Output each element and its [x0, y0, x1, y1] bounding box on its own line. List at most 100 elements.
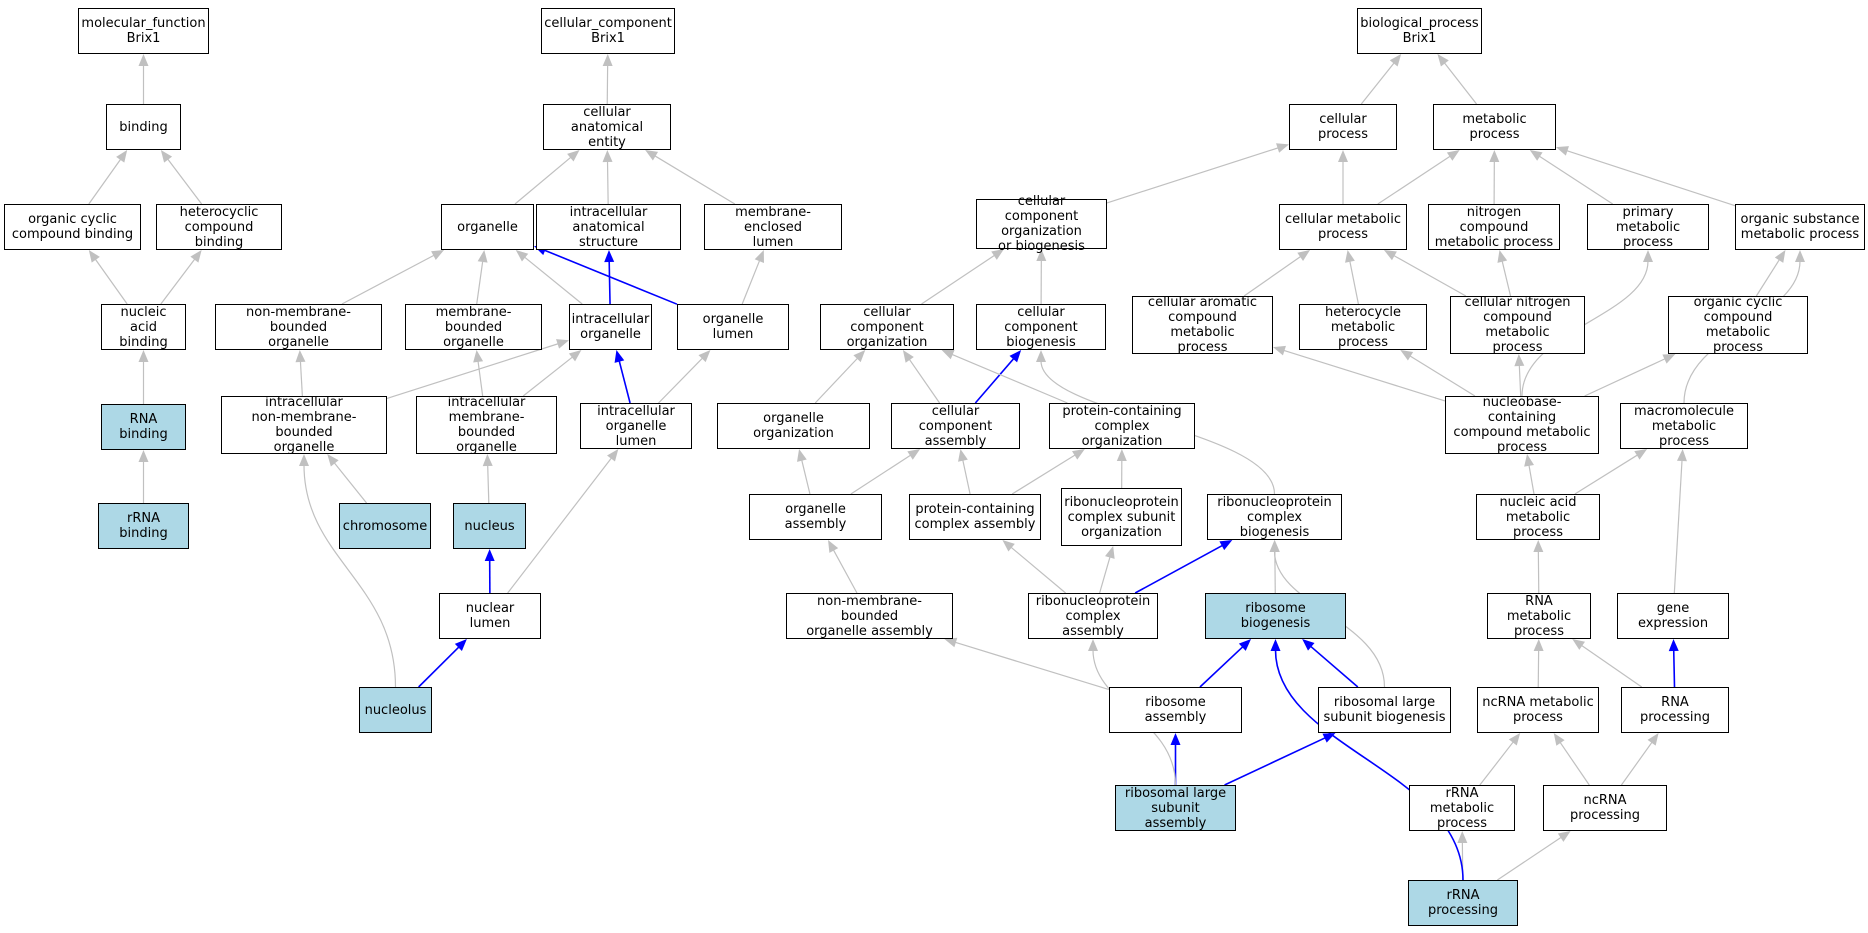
arrowhead — [138, 54, 149, 66]
arrowhead — [477, 250, 488, 263]
arrowhead — [645, 150, 659, 161]
arrowhead — [1556, 146, 1569, 156]
node-cellular-metabolic-process: cellular metabolic process — [1279, 204, 1407, 250]
node-ncrna-processing: ncRNA processing — [1543, 785, 1667, 831]
node-organelle: organelle — [441, 204, 534, 250]
node-nucleus: nucleus — [453, 503, 526, 549]
arrowhead — [614, 350, 625, 363]
arrowhead — [138, 350, 149, 362]
node-ribosomal-large-subunit-assembly: ribosomal large subunit assembly — [1115, 785, 1236, 831]
arrowhead — [454, 639, 467, 652]
node-macromolecule-mp: macromolecule metabolic process — [1620, 403, 1748, 449]
arrowhead — [473, 350, 484, 363]
node-rna-mp: RNA metabolic process — [1487, 593, 1591, 639]
edge-cc-biogenesis-to-cc-org-or-biogenesis — [1036, 249, 1047, 305]
arrowhead — [568, 350, 582, 362]
edge-rnp-complex-subunit-org-to-protein-containing-complex-org — [1116, 449, 1127, 489]
arrowhead — [907, 449, 921, 460]
node-bp-root: biological_process Brix1 — [1357, 8, 1482, 54]
edge-rrna-mp-to-ncrna-mp — [1479, 733, 1521, 786]
node-cellular-anatomical-entity: cellular anatomical entity — [543, 104, 671, 150]
arrowhead — [1662, 354, 1676, 364]
node-rrna-processing: rRNA processing — [1408, 880, 1518, 926]
arrowhead — [482, 454, 493, 467]
edge-organelle-lumen-to-organelle — [534, 245, 678, 305]
edge-ncrna-processing-to-ncrna-mp — [1553, 733, 1590, 786]
edge-ncrna-mp-to-rna-mp — [1533, 639, 1544, 688]
arrowhead — [1002, 540, 1015, 552]
edge-nucleobase-mp-to-organic-cyclic-mp — [1584, 354, 1676, 397]
edge-organelle-to-cellular-anatomical-entity — [514, 150, 580, 205]
node-cc-biogenesis: cellular component biogenesis — [976, 304, 1106, 350]
node-heterocyclic-binding: heterocyclic compound binding — [156, 204, 282, 250]
edge-protein-containing-complex-org-to-cc-organization — [941, 350, 1068, 404]
node-chromosome: chromosome — [339, 503, 431, 549]
arrowhead — [299, 454, 309, 466]
edge-intracellular-nmb-organelle-to-intracellular-organelle — [386, 339, 569, 400]
edge-ribosomal-large-subunit-biogenesis-to-ribosome-biogenesis — [1302, 639, 1359, 688]
edge-protein-containing-complex-assembly-to-cc-assembly — [958, 449, 971, 495]
edge-ribosomal-large-subunit-assembly-to-ribosomal-large-subunit-biogenesis — [1224, 733, 1336, 786]
edge-organelle-lumen-to-membrane-enclosed-lumen — [741, 250, 764, 305]
edge-nucleobase-mp-to-heterocycle-mp — [1400, 350, 1476, 397]
arrowhead — [138, 450, 149, 462]
edge-intracellular-organelle-lumen-to-intracellular-organelle — [614, 350, 631, 404]
node-rna-processing: RNA processing — [1621, 687, 1729, 733]
arrowhead — [1533, 540, 1544, 553]
node-nucleic-acid-mp: nucleic acid metabolic process — [1476, 494, 1600, 540]
edge-organic-cyclic-binding-to-binding — [88, 150, 128, 205]
node-primary-mp: primary metabolic process — [1587, 204, 1709, 250]
edge-binding-to-mf-root — [138, 54, 149, 104]
arrowhead — [1572, 639, 1585, 650]
edge-rna-processing-to-gene-expression — [1668, 639, 1679, 688]
arrowhead — [1036, 350, 1046, 362]
edge-cellular-aromatic-mp-to-cellular-metabolic-process — [1243, 250, 1311, 297]
arrowhead — [1634, 449, 1648, 460]
node-metabolic-process: metabolic process — [1433, 104, 1556, 150]
edge-nucleobase-mp-to-cellular-aromatic-mp — [1273, 345, 1446, 402]
edge-rrna-processing-to-ribosome-biogenesis — [1270, 639, 1464, 881]
node-heterocycle-mp: heterocycle metabolic process — [1299, 304, 1427, 350]
edge-intracellular-organelle-to-intracellular-anatomical-structure — [604, 250, 615, 305]
arrowhead — [1338, 150, 1348, 162]
edge-nucleic-acid-binding-to-organic-cyclic-binding — [88, 250, 128, 305]
node-ribosome-biogenesis: ribosome biogenesis — [1205, 593, 1346, 639]
arrowhead — [88, 250, 100, 263]
arrowhead — [944, 637, 958, 648]
arrowhead — [1437, 54, 1449, 67]
node-organic-substance-mp: organic substance metabolic process — [1735, 204, 1865, 250]
node-protein-containing-complex-assembly: protein-containing complex assembly — [909, 494, 1041, 540]
edge-membrane-enclosed-lumen-to-cellular-anatomical-entity — [645, 150, 736, 205]
edge-nucleobase-mp-to-cellular-nitrogen-mp — [1514, 354, 1525, 397]
node-rrna-binding: rRNA binding — [98, 503, 189, 549]
arrowhead — [1269, 540, 1280, 552]
arrowhead — [1643, 250, 1653, 262]
node-cc-root: cellular_component Brix1 — [541, 8, 675, 54]
node-nuclear-lumen: nuclear lumen — [439, 593, 541, 639]
node-non-membrane-bounded-organelle: non-membrane-bounded organelle — [215, 304, 382, 350]
node-ncrna-mp: ncRNA metabolic process — [1477, 687, 1599, 733]
node-cellular-aromatic-mp: cellular aromatic compound metabolic pro… — [1132, 295, 1273, 355]
arrowhead — [1219, 540, 1233, 551]
arrowhead — [1557, 831, 1571, 842]
arrowhead — [941, 350, 955, 360]
arrowhead — [1088, 639, 1098, 651]
node-rnp-complex-subunit-org: ribonucleoprotein complex subunit organi… — [1061, 488, 1182, 546]
edge-rna-mp-to-nucleic-acid-mp — [1533, 540, 1544, 594]
node-rrna-mp: rRNA metabolic process — [1409, 785, 1515, 831]
edge-membrane-bounded-organelle-to-organelle — [476, 250, 488, 305]
arrowhead — [1489, 150, 1500, 163]
edge-ribosome-assembly-to-ribosome-biogenesis — [1199, 639, 1252, 688]
node-binding: binding — [106, 104, 181, 150]
edge-gene-expression-to-macromolecule-mp — [1673, 449, 1687, 594]
arrowhead — [1345, 250, 1355, 263]
edge-ribosome-assembly-to-nmb-organelle-assembly — [944, 637, 1110, 691]
edge-intracellular-mb-organelle-to-membrane-bounded-organelle — [473, 350, 484, 397]
arrowhead — [1297, 250, 1311, 261]
edge-cc-org-or-biogenesis-to-cellular-process — [1106, 143, 1289, 204]
edge-intracellular-nmb-organelle-to-non-membrane-bounded-organelle — [295, 350, 306, 397]
edge-cellular-nitrogen-mp-to-nitrogen-compound-mp — [1497, 250, 1512, 297]
arrowhead — [116, 150, 128, 163]
arrowhead — [1238, 639, 1252, 651]
node-cc-organization: cellular component organization — [820, 304, 954, 350]
